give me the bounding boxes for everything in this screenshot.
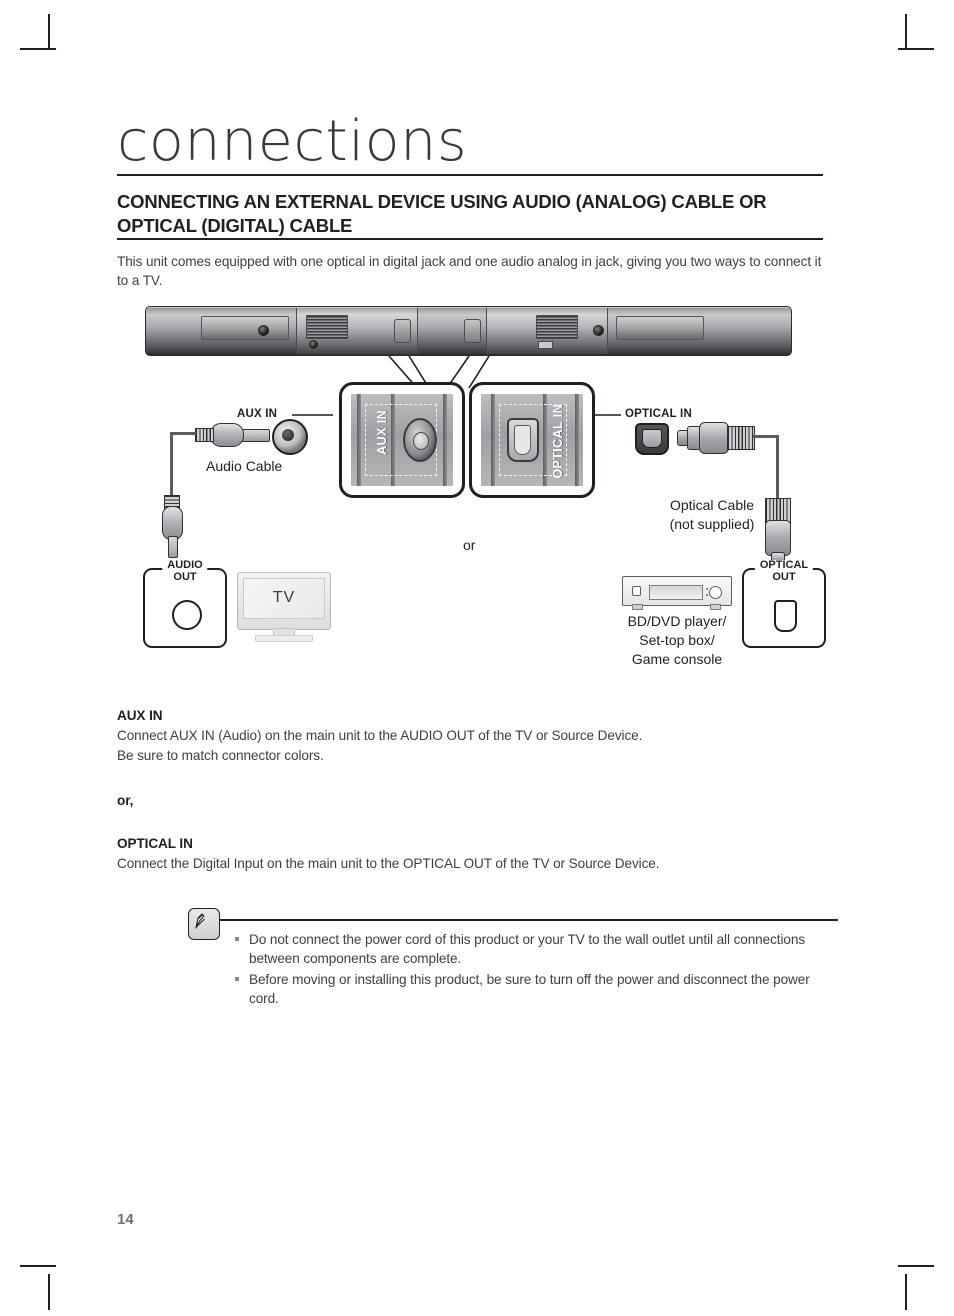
note-items: Do not connect the power cord of this pr… (234, 930, 838, 1010)
or-separator: or (463, 537, 476, 553)
source-device-knob (709, 586, 722, 599)
optical-plug2-rings (765, 498, 791, 524)
tv-body: TV (237, 572, 331, 630)
audio-out-caption: AUDIO OUT (162, 559, 208, 583)
optical-out-caption: OPTICAL OUT (754, 559, 814, 583)
tv-label: TV (272, 589, 296, 606)
optical-cable-line-v (776, 435, 779, 505)
crop-mark-top-right-v (905, 14, 907, 50)
optical-in-label: OPTICAL IN (625, 408, 692, 420)
crop-mark-bottom-left-h (20, 1265, 56, 1267)
connection-diagram: AUX IN OPTICAL IN AUX IN OPTICAL IN (117, 300, 837, 690)
source-device-disc-tray (649, 585, 703, 600)
optical-cable-line2: (not supplied) (669, 516, 755, 532)
audio-cable-line-v (170, 432, 173, 527)
title-rule (117, 174, 823, 176)
aux-in-jack (403, 418, 437, 462)
optical-out-hole (774, 600, 797, 632)
source-optical-out-port-box: OPTICAL OUT (742, 559, 826, 648)
audio-out-line2: OUT (173, 570, 197, 583)
crop-mark-bottom-right-h (898, 1265, 934, 1267)
source-device-body (622, 576, 732, 606)
aux-in-port-closeup: AUX IN (351, 394, 453, 486)
source-device-caption: BD/DVD player/ Set-top box/ Game console (612, 612, 742, 669)
audio-out-line1: AUDIO (167, 559, 203, 571)
note-pen-icon (188, 908, 220, 940)
crop-mark-top-right-h (898, 48, 934, 50)
crop-mark-bottom-right-v (905, 1274, 907, 1310)
tv-screen: TV (243, 578, 325, 619)
audio-plug-rings (195, 428, 214, 442)
heading-rule (117, 238, 823, 240)
source-device-line1: BD/DVD player/ (627, 613, 727, 629)
note-item: Do not connect the power cord of this pr… (234, 930, 838, 968)
tv-plug-tip (168, 536, 178, 558)
aux-connector-socket (272, 419, 308, 455)
optical-in-heading: OPTICAL IN (117, 836, 193, 851)
optical-in-port-closeup: OPTICAL IN (481, 394, 583, 486)
page-title: connections (117, 109, 468, 174)
optical-cable-line1: Optical Cable (669, 497, 755, 513)
tv-audio-out-port-box: AUDIO OUT (143, 559, 227, 648)
optical-plug2-body (765, 520, 791, 556)
source-device-power-button (632, 586, 641, 596)
aux-in-label: AUX IN (237, 408, 278, 420)
audio-cable-line-h (170, 432, 196, 435)
section-aux-in: AUX IN Connect AUX IN (Audio) on the mai… (117, 708, 837, 765)
intro-paragraph: This unit comes equipped with one optica… (117, 254, 822, 288)
optical-plug-rings (727, 426, 755, 450)
source-device-line2: Set-top box/ (639, 632, 715, 648)
source-device-line3: Game console (631, 651, 723, 667)
optical-out-line2: OUT (772, 570, 796, 583)
aux-in-zoom-label: AUX IN (375, 410, 389, 455)
optical-in-jack (507, 418, 539, 462)
audio-plug-body (210, 423, 244, 447)
optical-in-zoom-callout: OPTICAL IN (469, 382, 595, 498)
optical-cable-caption: Optical Cable (not supplied) (657, 496, 767, 534)
aux-in-heading: AUX IN (117, 708, 163, 723)
note-item: Before moving or installing this product… (234, 970, 838, 1008)
optical-port-cover (635, 423, 669, 455)
or-heading: or, (117, 793, 134, 808)
crop-mark-top-left-h (20, 48, 56, 50)
audio-plug-tip (240, 429, 270, 442)
section-optical-in: OPTICAL IN Connect the Digital Input on … (117, 836, 837, 874)
aux-in-body-line2: Be sure to match connector colors. (117, 747, 324, 763)
audio-cable-caption: Audio Cable (206, 458, 283, 474)
crop-mark-bottom-left-v (48, 1274, 50, 1310)
note-divider (216, 919, 838, 921)
optical-out-line1: OPTICAL (759, 559, 809, 571)
aux-in-zoom-callout: AUX IN (339, 382, 465, 498)
source-device-illustration (622, 572, 732, 610)
tv-plug-body (162, 506, 183, 540)
aux-in-body-line1: Connect AUX IN (Audio) on the main unit … (117, 728, 643, 743)
optical-in-body-line1: Connect the Digital Input on the main un… (117, 856, 660, 871)
page-number: 14 (117, 1211, 134, 1228)
soundbar-main-unit (145, 306, 792, 356)
crop-mark-top-left-v (48, 14, 50, 50)
section-heading: CONNECTING AN EXTERNAL DEVICE USING AUDI… (117, 191, 767, 236)
optical-cable-line-h (753, 435, 779, 438)
optical-in-zoom-label: OPTICAL IN (551, 404, 565, 479)
audio-out-hole (172, 600, 202, 630)
optical-plug-body (699, 422, 729, 454)
section-or: or, (117, 793, 837, 808)
tv-base (255, 635, 313, 642)
